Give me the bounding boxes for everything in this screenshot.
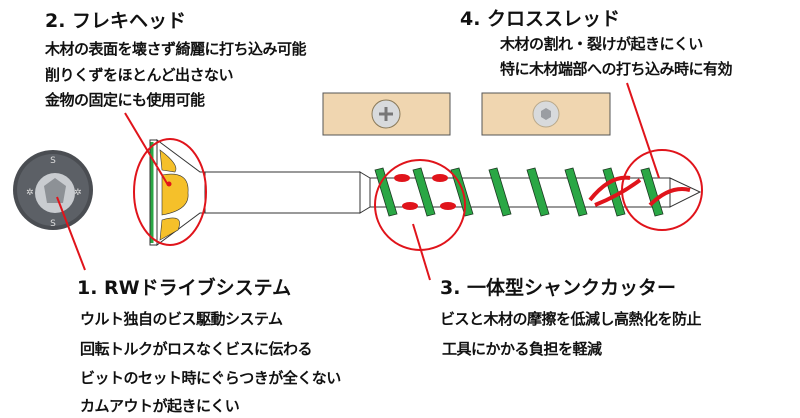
svg-text:✲: ✲ <box>74 188 82 198</box>
thread-flight <box>412 167 436 217</box>
thread-flight <box>526 167 550 217</box>
svg-text:✲: ✲ <box>26 188 34 198</box>
feature-3-line: ビスと木材の摩擦を低減し高熱化を防止 <box>440 310 702 328</box>
feature-4-line: 特に木材端部への打ち込み時に有効 <box>500 60 733 78</box>
feature-2-line: 削りくずをほとんど出さない <box>45 66 234 84</box>
thread-flight <box>564 167 588 217</box>
feature-1-title: 1. RWドライブシステム <box>77 277 292 299</box>
feature-4-line: 木材の割れ・裂けが起きにくい <box>500 35 703 53</box>
feature-2-title: 2. フレキヘッド <box>45 10 187 32</box>
feature-2-line: 金物の固定にも使用可能 <box>45 91 205 109</box>
feature-1-line: ビットのセット時にぐらつきが全くない <box>80 369 341 387</box>
feature-3-line: 工具にかかる負担を軽減 <box>442 340 602 358</box>
thread-flight <box>602 167 626 217</box>
feature-2-line: 木材の表面を壊さず綺麗に打ち込み可能 <box>45 40 307 58</box>
rw-drive-head-photo: S ✲ ✲ S <box>13 150 93 230</box>
wood-sample-rw-screw <box>481 92 611 136</box>
feature-1-line: ウルト独自のビス駆動システム <box>80 310 283 328</box>
annotation-marks <box>56 82 703 281</box>
svg-text:S: S <box>50 219 56 229</box>
thread-flight <box>374 167 398 217</box>
svg-text:S: S <box>50 156 56 166</box>
feature-1-line: カムアウトが起きにくい <box>80 397 240 415</box>
wood-sample-standard-screw <box>322 92 451 136</box>
thread-flight <box>640 167 664 217</box>
thread-flight <box>488 167 512 217</box>
feature-1-line: 回転トルクがロスなくビスに伝わる <box>80 340 313 358</box>
feature-3-title: 3. 一体型シャンクカッター <box>440 277 677 299</box>
shank-cutter <box>394 174 456 210</box>
feature-4-title: 4. クロススレッド <box>460 8 621 30</box>
screw-drawing <box>149 139 702 246</box>
